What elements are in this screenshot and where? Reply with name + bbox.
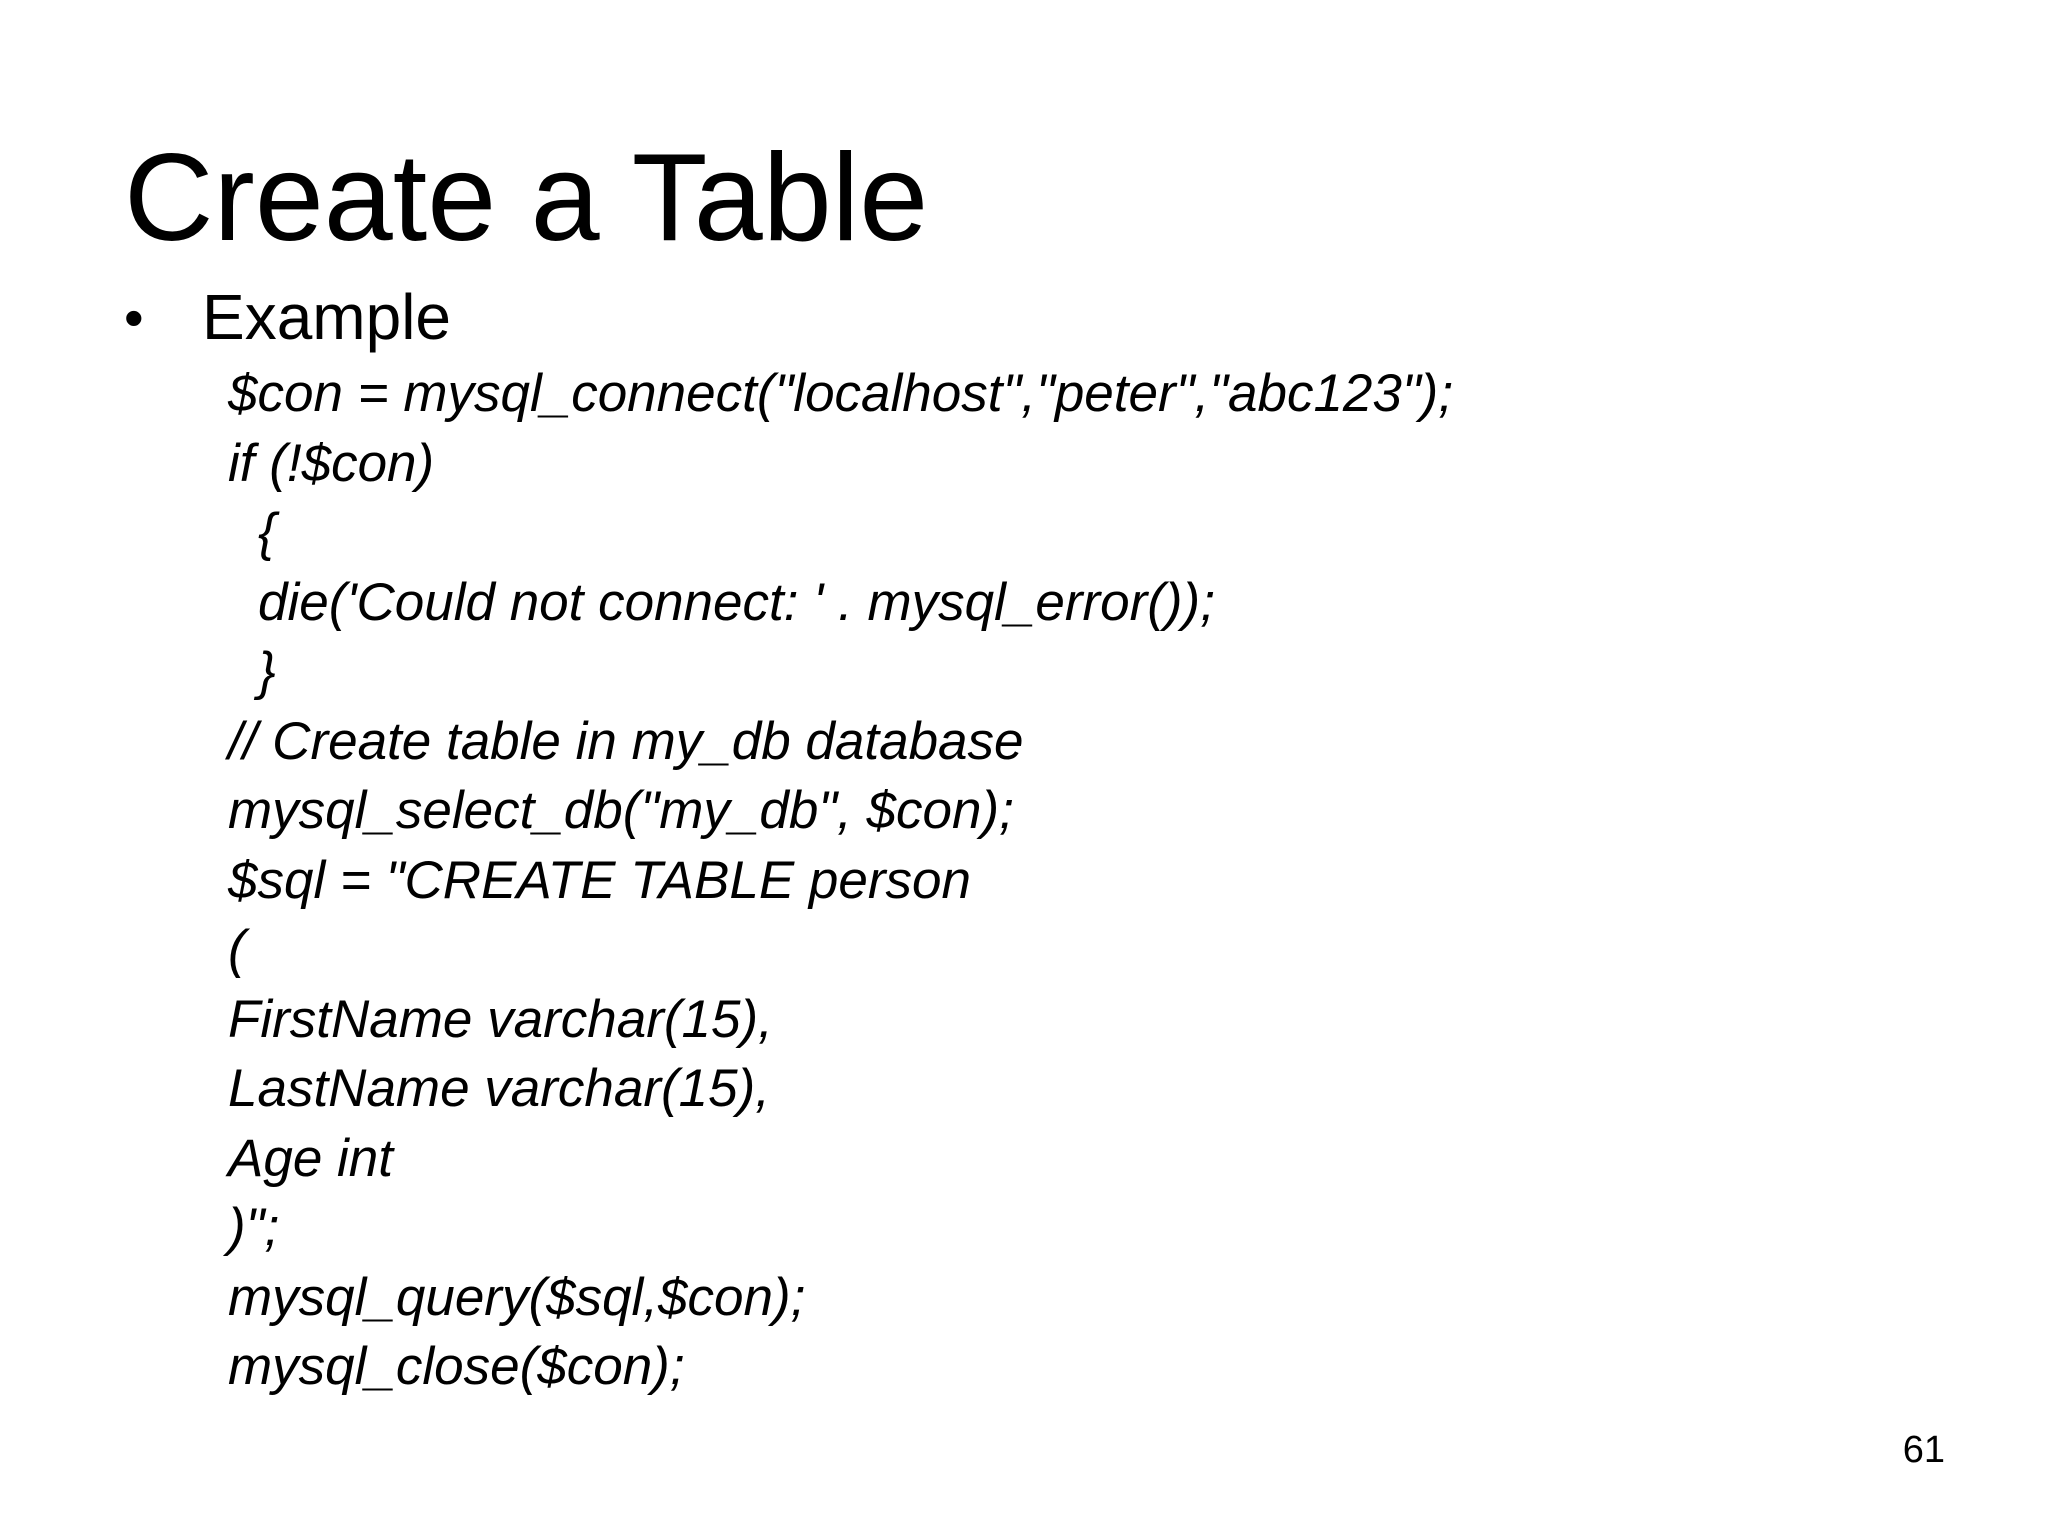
- code-line: LastName varchar(15),: [228, 1059, 770, 1118]
- code-line: }: [258, 642, 276, 701]
- code-line: (: [228, 920, 246, 979]
- code-line: mysql_query($sql,$con);: [228, 1267, 806, 1327]
- code-line: mysql_select_db("my_db", $con);: [228, 781, 1014, 840]
- code-line: mysql_close($con);: [228, 1337, 685, 1396]
- bullet-text: Example: [202, 281, 451, 353]
- bullet-icon: •: [124, 285, 144, 349]
- code-block: $con = mysql_connect("localhost","peter"…: [228, 359, 1453, 1402]
- code-line: $sql = "CREATE TABLE person: [228, 850, 971, 910]
- code-line: $con = mysql_connect("localhost","peter"…: [228, 364, 1454, 423]
- code-line: )";: [228, 1198, 280, 1257]
- page-number: 61: [1902, 1429, 1945, 1471]
- bullet-item: • Example: [124, 277, 451, 357]
- code-line: {: [258, 503, 276, 562]
- slide-title: Create a Table: [124, 129, 929, 267]
- code-line: die('Could not connect: ' . mysql_error(…: [258, 572, 1215, 632]
- code-line: if (!$con): [228, 433, 435, 493]
- code-line: // Create table in my_db database: [228, 711, 1024, 771]
- code-line: Age int: [228, 1128, 394, 1188]
- code-line: FirstName varchar(15),: [228, 989, 773, 1049]
